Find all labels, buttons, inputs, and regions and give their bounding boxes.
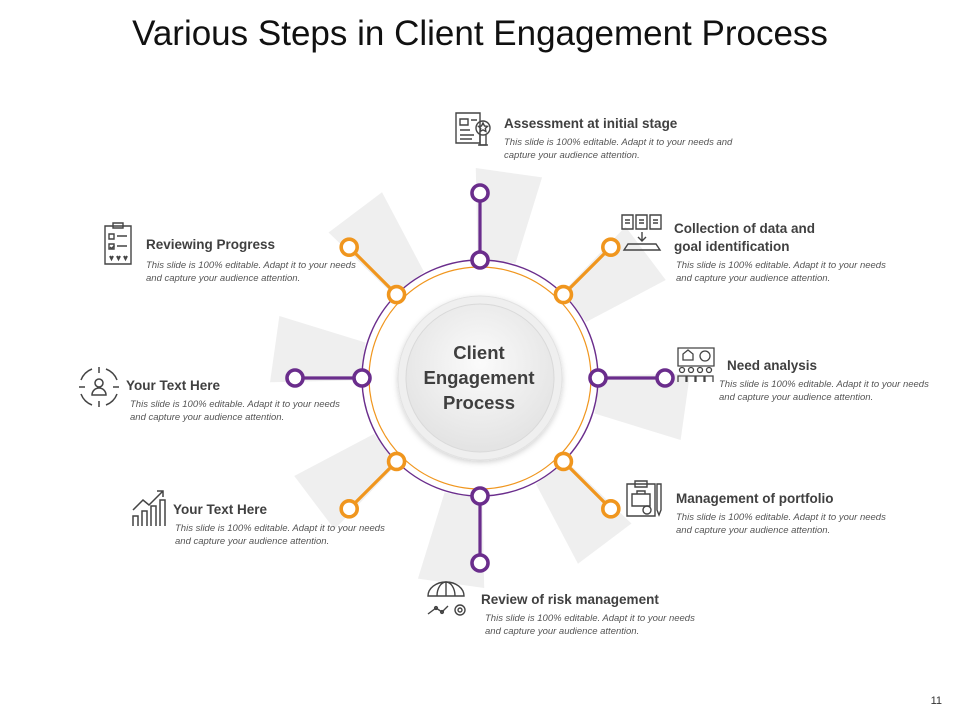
step-title: Assessment at initial stage (504, 116, 678, 131)
slide-title: Various Steps in Client Engagement Proce… (132, 14, 828, 53)
spoke-line (348, 460, 398, 510)
spoke-shadows (270, 168, 690, 588)
spoke-line (348, 246, 398, 296)
step-title: Reviewing Progress (146, 237, 276, 252)
step-description: This slide is 100% editable. Adapt it to… (676, 512, 886, 536)
target-person-icon (78, 366, 120, 413)
spoke-node (285, 368, 305, 388)
spoke-shadow (535, 461, 632, 564)
center-circle-inner (405, 303, 555, 453)
step-title: Your Text Here (173, 502, 268, 517)
umbrella-gear-icon (426, 580, 470, 625)
checklist-rating-icon (102, 222, 136, 273)
spoke-node (553, 451, 574, 472)
step-your-text-lower: Your Text Here This slide is 100% editab… (173, 501, 398, 548)
spoke-node (601, 237, 621, 257)
spoke-node (470, 553, 490, 573)
step-title: Review of risk management (481, 592, 659, 607)
spoke-node (601, 499, 621, 519)
spoke-shadow (328, 192, 425, 295)
spoke-node (352, 368, 372, 388)
step-reviewing-progress: Reviewing Progress This slide is 100% ed… (146, 236, 371, 285)
spoke-node (470, 250, 490, 270)
center-label: Client Engagement Process (423, 342, 535, 413)
spoke-node (339, 499, 359, 519)
step-title: Need analysis (727, 358, 818, 373)
step-description: This slide is 100% editable. Adapt it to… (719, 379, 929, 403)
step-description: This slide is 100% editable. Adapt it to… (485, 613, 695, 637)
spoke-shadow (475, 168, 543, 264)
spoke-node (470, 183, 490, 203)
spoke-node (553, 284, 574, 305)
spoke-node (588, 368, 608, 388)
step-collection: Collection of data and goal identificati… (674, 220, 894, 285)
spoke-node (386, 451, 407, 472)
step-your-text-left: Your Text Here This slide is 100% editab… (126, 377, 351, 424)
step-title: Management of portfolio (676, 491, 834, 506)
spoke-node (470, 486, 490, 506)
growth-chart-icon (130, 488, 168, 533)
spokes (285, 183, 675, 573)
step-assessment: Assessment at initial stage This slide i… (504, 115, 734, 162)
spoke-shadow (294, 433, 397, 530)
presentation-audience-icon (675, 346, 717, 391)
step-description: This slide is 100% editable. Adapt it to… (146, 260, 356, 284)
step-description: This slide is 100% editable. Adapt it to… (175, 523, 385, 547)
page-number: 11 (930, 695, 942, 707)
spoke-line (562, 246, 612, 296)
step-portfolio: Management of portfolio This slide is 10… (676, 490, 896, 537)
step-description: This slide is 100% editable. Adapt it to… (504, 137, 733, 161)
documents-tray-icon (620, 212, 664, 261)
step-risk-management: Review of risk management This slide is … (481, 591, 711, 638)
step-description: This slide is 100% editable. Adapt it to… (676, 260, 886, 284)
spoke-shadow (594, 373, 690, 441)
step-title: Your Text Here (126, 378, 221, 393)
spoke-shadow (417, 492, 485, 588)
spoke-line (562, 460, 612, 510)
spoke-node (386, 284, 407, 305)
step-need-analysis: Need analysis This slide is 100% editabl… (719, 357, 944, 404)
spoke-node (655, 368, 675, 388)
clipboard-briefcase-icon (624, 478, 668, 527)
spoke-shadow (270, 315, 366, 383)
step-title: Collection of data and goal identificati… (674, 221, 816, 254)
spoke-node (339, 237, 359, 257)
document-star-icon (452, 111, 494, 160)
step-description: This slide is 100% editable. Adapt it to… (130, 399, 340, 423)
